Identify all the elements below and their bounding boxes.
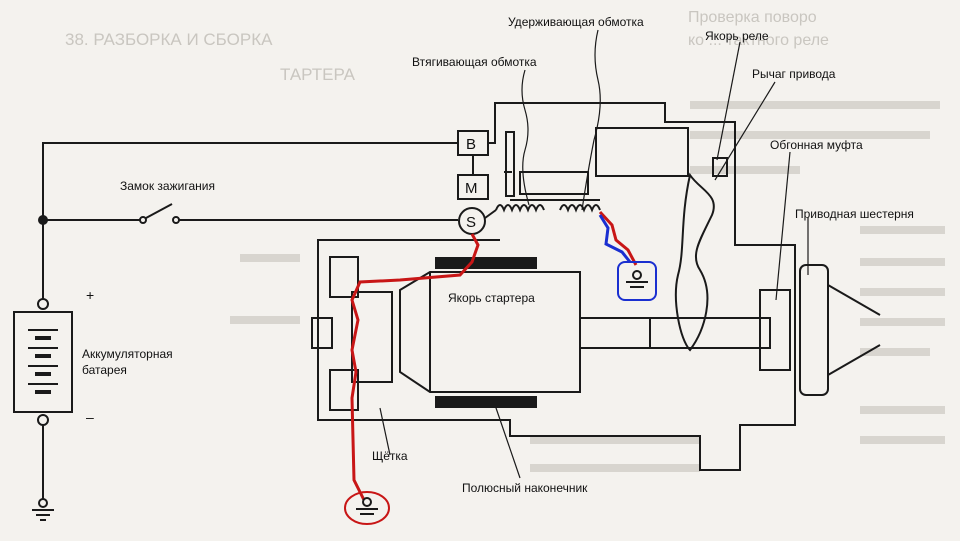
battery-cells xyxy=(28,329,58,394)
labels: Удерживающая обмотка Втягивающая обмотка… xyxy=(82,15,914,495)
rear-bearing xyxy=(311,317,333,349)
bg-text-lines xyxy=(230,101,945,472)
overrunning-clutch xyxy=(759,289,791,371)
terminals: B M S xyxy=(457,130,489,235)
battery-ground-icon xyxy=(32,498,54,521)
label-overrunning-clutch: Обгонная муфта xyxy=(770,138,863,152)
drive-shaft xyxy=(649,317,771,349)
gear-line-bottom xyxy=(827,344,881,376)
leader-pole-shoe xyxy=(494,404,521,479)
bg-heading-right: 38. РАЗБОРКА И СБОРКА xyxy=(65,30,273,49)
label-ignition-switch: Замок зажигания xyxy=(120,179,215,193)
blue-current-path xyxy=(598,214,632,263)
battery-minus-sign: – xyxy=(86,409,94,425)
brush-bottom xyxy=(329,369,359,411)
ignition-switch-symbol xyxy=(139,203,180,224)
label-relay-armature: Якорь реле xyxy=(705,29,769,43)
battery-body xyxy=(13,311,73,413)
terminal-m-label: M xyxy=(465,180,478,197)
leader-relay-armature xyxy=(716,41,741,161)
terminal-s-label: S xyxy=(466,214,476,231)
pole-shoe-bottom xyxy=(435,396,537,408)
label-battery-text: Аккумуляторная xyxy=(82,347,173,361)
label-brush: Щётка xyxy=(372,449,408,463)
label-starter-armature: Якорь стартера xyxy=(448,291,535,305)
battery-positive-terminal xyxy=(37,298,49,310)
drive-lever xyxy=(674,172,715,352)
brush-ground-icon xyxy=(356,497,378,515)
leader-brush xyxy=(379,407,391,456)
coils xyxy=(484,204,601,219)
clutch-gear-group xyxy=(759,264,881,396)
label-pull-in-winding: Втягивающая обмотка xyxy=(412,55,537,69)
battery-negative-terminal xyxy=(37,414,49,426)
leader-holding xyxy=(581,29,601,211)
housing-outline xyxy=(317,102,796,471)
bg-heading-right-2: ТАРТЕРА xyxy=(280,65,356,84)
bg-heading-left-2: ко ... тактного реле xyxy=(688,32,829,49)
terminal-b-label: B xyxy=(466,136,476,153)
starter-armature-group xyxy=(311,256,771,411)
background-text: Проверка поворо ко ... тактного реле 38.… xyxy=(65,9,945,472)
armature-body xyxy=(399,271,581,393)
contact-disc xyxy=(505,131,515,197)
holding-coil xyxy=(559,204,601,213)
winding-core xyxy=(519,171,589,195)
coil-ground-icon xyxy=(626,270,648,288)
leader-drive-lever xyxy=(714,81,776,181)
solenoid-plunger xyxy=(595,127,689,177)
red-current-path xyxy=(350,233,480,501)
pole-shoe-top xyxy=(435,257,537,269)
label-drive-gear: Приводная шестерня xyxy=(795,207,914,221)
coil-lead xyxy=(484,209,497,219)
gear-line-top xyxy=(827,284,881,316)
blue-ground-highlight xyxy=(617,261,657,301)
battery-to-b-wire xyxy=(42,142,458,300)
armature-shaft xyxy=(579,317,651,349)
leader-pull-in xyxy=(521,69,530,206)
relay-armature-contact xyxy=(712,157,728,177)
battery-plus-sign: + xyxy=(86,287,94,303)
bg-heading-left: Проверка поворо xyxy=(688,9,817,26)
label-pole-shoe: Полюсный наконечник xyxy=(462,481,588,495)
label-battery-text-line2: батарея xyxy=(82,363,127,377)
label-battery: Аккумуляторная батарея xyxy=(82,347,176,377)
battery-symbol: + – xyxy=(13,287,94,426)
pull-in-coil xyxy=(495,204,545,213)
terminal-b-box xyxy=(457,130,489,156)
commutator xyxy=(351,291,393,383)
red-ground-highlight xyxy=(344,491,390,525)
terminal-m-box xyxy=(457,174,489,200)
brush-top xyxy=(329,256,359,298)
wiring xyxy=(42,142,474,500)
label-drive-lever: Рычаг привода xyxy=(752,67,836,81)
starter-housing xyxy=(317,102,796,471)
label-holding-winding: Удерживающая обмотка xyxy=(508,15,644,29)
leader-lines xyxy=(379,29,809,479)
blue-path-red-segment xyxy=(598,210,638,266)
leader-clutch xyxy=(775,151,791,301)
drive-gear xyxy=(799,264,829,396)
junction-dot xyxy=(38,215,48,225)
